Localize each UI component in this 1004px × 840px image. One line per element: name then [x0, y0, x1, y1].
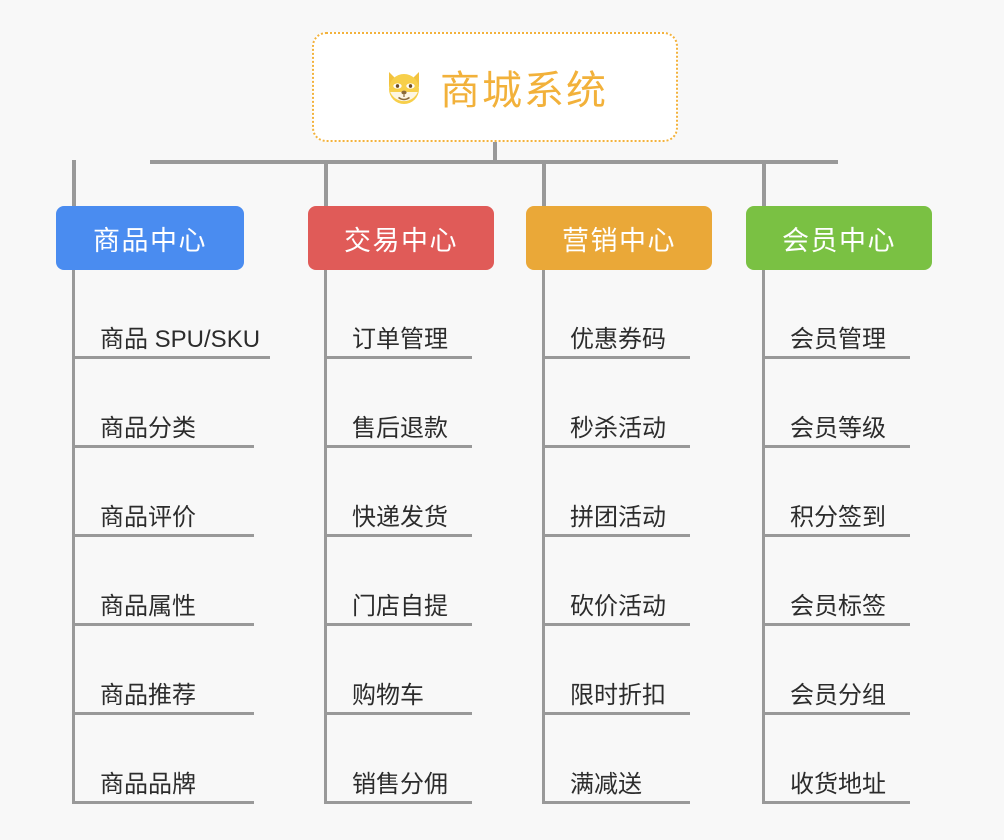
- leaf-item[interactable]: 售后退款: [324, 359, 472, 448]
- leaf-underline: [324, 623, 472, 626]
- leaf-underline: [762, 356, 910, 359]
- leaf-underline: [72, 445, 254, 448]
- leaf-item[interactable]: 商品 SPU/SKU: [72, 270, 270, 359]
- leaf-label: 快递发货: [352, 503, 448, 531]
- leaf-item[interactable]: 商品评价: [72, 448, 270, 537]
- leaf-item[interactable]: 秒杀活动: [542, 359, 690, 448]
- branch-4: 会员中心: [746, 206, 932, 270]
- leaf-item[interactable]: 销售分佣: [324, 715, 472, 804]
- leaf-underline: [72, 712, 254, 715]
- leaf-item[interactable]: 满减送: [542, 715, 690, 804]
- leaf-underline: [72, 356, 270, 359]
- leaf-label: 优惠券码: [570, 325, 666, 353]
- leaf-label: 满减送: [570, 770, 642, 798]
- root-title: 商城系统: [440, 69, 608, 113]
- leaf-label: 积分签到: [790, 503, 886, 531]
- leaf-underline: [542, 534, 690, 537]
- leaf-underline: [324, 801, 472, 804]
- branch-header-4[interactable]: 会员中心: [746, 206, 932, 270]
- leaf-label: 购物车: [352, 681, 424, 709]
- leaf-label: 会员分组: [790, 681, 886, 709]
- leaf-underline: [542, 801, 690, 804]
- leaf-underline: [72, 623, 254, 626]
- leaf-label: 秒杀活动: [570, 414, 666, 442]
- leaf-label: 售后退款: [352, 414, 448, 442]
- leaf-underline: [72, 534, 254, 537]
- leaf-label: 商品 SPU/SKU: [100, 325, 261, 353]
- connector-drop-3: [542, 160, 546, 206]
- leaf-underline: [542, 445, 690, 448]
- leaf-item[interactable]: 订单管理: [324, 270, 472, 359]
- root-node[interactable]: 商城系统: [312, 32, 678, 142]
- leaf-underline: [324, 534, 472, 537]
- branch-header-1[interactable]: 商品中心: [56, 206, 244, 270]
- leaf-item[interactable]: 会员标签: [762, 537, 910, 626]
- connector-root-stem: [493, 142, 497, 163]
- leaf-underline: [72, 801, 254, 804]
- leaf-label: 会员标签: [790, 592, 886, 620]
- leaf-item[interactable]: 限时折扣: [542, 626, 690, 715]
- leaf-label: 砍价活动: [570, 592, 666, 620]
- leaf-item[interactable]: 会员等级: [762, 359, 910, 448]
- leaf-list-2: 订单管理售后退款快递发货门店自提购物车销售分佣: [324, 270, 472, 804]
- leaf-item[interactable]: 会员分组: [762, 626, 910, 715]
- leaf-label: 拼团活动: [570, 503, 666, 531]
- leaf-label: 商品品牌: [100, 770, 196, 798]
- leaf-label: 商品分类: [100, 414, 196, 442]
- leaf-list-4: 会员管理会员等级积分签到会员标签会员分组收货地址: [762, 270, 910, 804]
- leaf-underline: [762, 712, 910, 715]
- connector-horizontal-bar: [150, 160, 838, 164]
- leaf-list-3: 优惠券码秒杀活动拼团活动砍价活动限时折扣满减送: [542, 270, 690, 804]
- leaf-item[interactable]: 会员管理: [762, 270, 910, 359]
- branch-header-3[interactable]: 营销中心: [526, 206, 712, 270]
- leaf-label: 会员等级: [790, 414, 886, 442]
- leaf-item[interactable]: 门店自提: [324, 537, 472, 626]
- branch-header-2[interactable]: 交易中心: [308, 206, 494, 270]
- branch-2: 交易中心: [308, 206, 494, 270]
- leaf-item[interactable]: 快递发货: [324, 448, 472, 537]
- leaf-underline: [762, 801, 910, 804]
- dog-face-icon: [382, 65, 426, 109]
- leaf-underline: [542, 623, 690, 626]
- leaf-label: 订单管理: [352, 325, 448, 353]
- branch-trunk-4: [762, 270, 765, 804]
- leaf-item[interactable]: 商品分类: [72, 359, 270, 448]
- leaf-label: 会员管理: [790, 325, 886, 353]
- leaf-underline: [762, 623, 910, 626]
- leaf-label: 销售分佣: [352, 770, 448, 798]
- leaf-label: 商品推荐: [100, 681, 196, 709]
- leaf-underline: [324, 712, 472, 715]
- leaf-item[interactable]: 优惠券码: [542, 270, 690, 359]
- leaf-item[interactable]: 砍价活动: [542, 537, 690, 626]
- leaf-item[interactable]: 拼团活动: [542, 448, 690, 537]
- connector-drop-2: [324, 160, 328, 206]
- branch-1: 商品中心: [56, 206, 244, 270]
- leaf-underline: [542, 356, 690, 359]
- leaf-item[interactable]: 收货地址: [762, 715, 910, 804]
- leaf-item[interactable]: 商品属性: [72, 537, 270, 626]
- leaf-label: 收货地址: [790, 770, 886, 798]
- branch-trunk-1: [72, 270, 75, 804]
- leaf-label: 限时折扣: [570, 681, 666, 709]
- branch-trunk-2: [324, 270, 327, 804]
- leaf-underline: [542, 712, 690, 715]
- leaf-item[interactable]: 商品品牌: [72, 715, 270, 804]
- leaf-item[interactable]: 积分签到: [762, 448, 910, 537]
- leaf-item[interactable]: 购物车: [324, 626, 472, 715]
- branch-3: 营销中心: [526, 206, 712, 270]
- leaf-list-1: 商品 SPU/SKU 商品分类商品评价商品属性商品推荐商品品牌: [72, 270, 270, 804]
- connector-drop-4: [762, 160, 766, 206]
- branch-trunk-3: [542, 270, 545, 804]
- leaf-underline: [324, 445, 472, 448]
- leaf-underline: [324, 356, 472, 359]
- leaf-item[interactable]: 商品推荐: [72, 626, 270, 715]
- leaf-label: 商品评价: [100, 503, 196, 531]
- connector-drop-1: [72, 160, 76, 206]
- leaf-underline: [762, 534, 910, 537]
- leaf-underline: [762, 445, 910, 448]
- leaf-label: 门店自提: [352, 592, 448, 620]
- leaf-label: 商品属性: [100, 592, 196, 620]
